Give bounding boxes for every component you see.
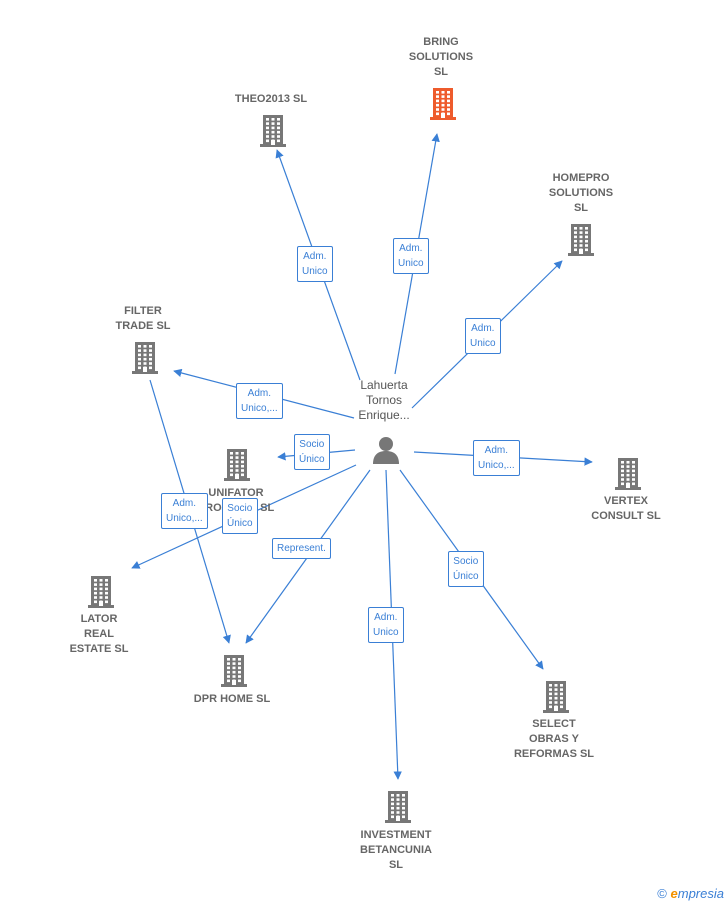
edge-label-select[interactable]: Socio Único — [448, 551, 484, 587]
edge-label-vertex[interactable]: Adm. Unico,... — [473, 440, 520, 476]
edge-label-filter-dpr[interactable]: Adm. Unico,... — [161, 493, 208, 529]
brand-logo-text: mpresia — [677, 886, 724, 901]
building-icon-theo[interactable] — [260, 113, 286, 147]
building-icon-filter[interactable] — [132, 340, 158, 374]
company-label-lator[interactable]: LATOR REAL ESTATE SL — [69, 613, 129, 655]
company-label-bring[interactable]: BRING SOLUTIONS SL — [408, 36, 474, 78]
person-label[interactable]: Lahuerta Tornos Enrique... — [358, 378, 410, 422]
edge-label-unifator[interactable]: Socio Único — [294, 434, 330, 470]
company-label-filter[interactable]: FILTER TRADE SL — [115, 305, 171, 332]
edge-label-lator[interactable]: Socio Único — [222, 498, 258, 534]
person-icon[interactable] — [371, 435, 401, 465]
building-icon-vertex[interactable] — [615, 456, 641, 490]
edge-label-dpr[interactable]: Represent. — [272, 538, 331, 559]
building-icon-homepro[interactable] — [568, 222, 594, 256]
building-icon-bring[interactable] — [430, 86, 456, 120]
company-label-dpr[interactable]: DPR HOME SL — [193, 693, 271, 705]
company-label-theo[interactable]: THEO2013 SL — [234, 93, 308, 105]
building-icon-investment[interactable] — [385, 789, 411, 823]
footer-brand: © empresia — [657, 886, 724, 901]
building-icon-select[interactable] — [543, 679, 569, 713]
company-label-investment[interactable]: INVESTMENT BETANCUNIA SL — [360, 829, 432, 871]
company-label-select[interactable]: SELECT OBRAS Y REFORMAS SL — [513, 718, 595, 760]
edge-label-theo[interactable]: Adm. Unico — [297, 246, 333, 282]
edge-label-investment[interactable]: Adm. Unico — [368, 607, 404, 643]
edge-label-bring[interactable]: Adm. Unico — [393, 238, 429, 274]
building-icon-dpr[interactable] — [221, 653, 247, 687]
edge-label-filter[interactable]: Adm. Unico,... — [236, 383, 283, 419]
brand-logo-e: e — [670, 886, 678, 901]
building-icon-lator[interactable] — [88, 574, 114, 608]
copyright-symbol: © — [657, 886, 667, 901]
company-label-vertex[interactable]: VERTEX CONSULT SL — [591, 495, 661, 522]
building-icon-unifator[interactable] — [224, 447, 250, 481]
company-label-homepro[interactable]: HOMEPRO SOLUTIONS SL — [548, 172, 614, 214]
edge-label-homepro[interactable]: Adm. Unico — [465, 318, 501, 354]
